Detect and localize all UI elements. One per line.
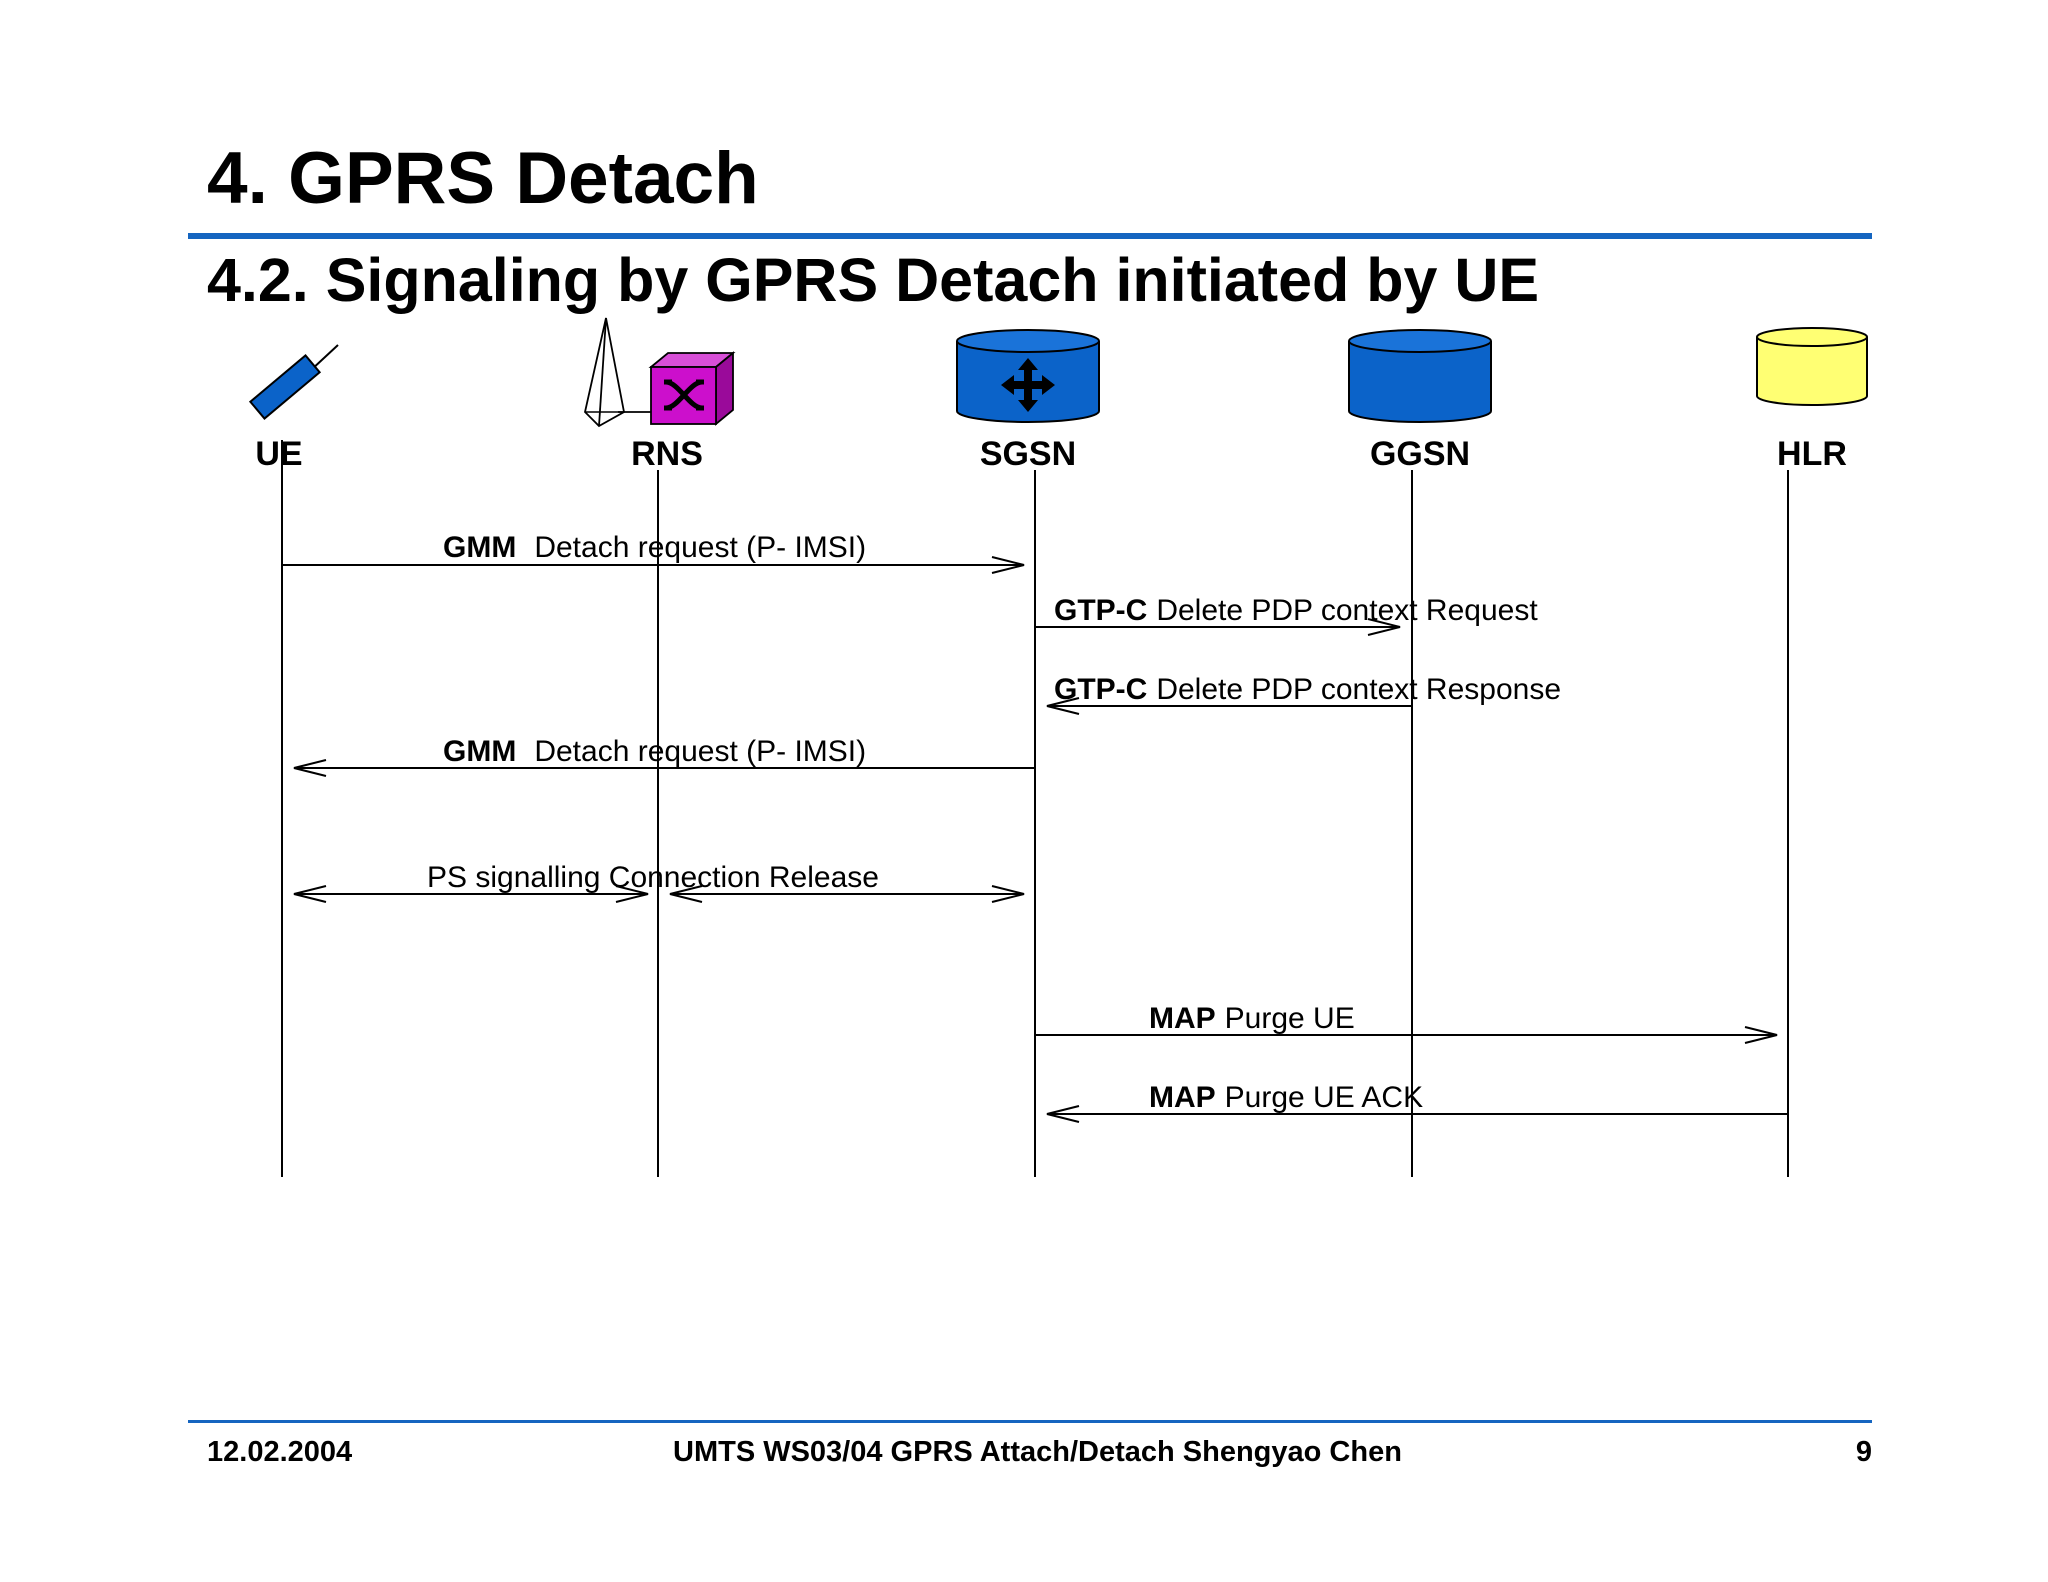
antenna-tower-icon [584, 317, 652, 428]
switch-cube-icon [648, 351, 736, 426]
sgsn-router-cylinder-icon [956, 329, 1100, 423]
rns-antenna-switch-icon [584, 317, 736, 428]
footer-date: 12.02.2004 [207, 1436, 353, 1468]
hlr-database-icon [1756, 327, 1868, 406]
slide-subtitle: 4.2. Signaling by GPRS Detach initiated … [207, 246, 1540, 314]
entity-label-rns: RNS [631, 435, 703, 473]
footer-divider [188, 1420, 1872, 1423]
message-ps-signalling-connection-release: PS signalling Connection Release [293, 861, 1025, 903]
ggsn-cylinder-icon [1348, 329, 1492, 423]
entity-label-ggsn: GGSN [1370, 435, 1470, 473]
entity-label-hlr: HLR [1777, 435, 1847, 473]
slide-title: 4. GPRS Detach [207, 138, 759, 219]
footer-course-author: UMTS WS03/04 GPRS Attach/Detach Shengyao… [673, 1436, 1402, 1468]
message-label: PS signalling Connection Release [427, 861, 879, 894]
title-divider [188, 233, 1872, 239]
entity-label-ue: UE [255, 435, 302, 473]
footer-page-number: 9 [1855, 1436, 1872, 1468]
ue-handset-icon [248, 344, 339, 420]
entity-label-sgsn: SGSN [980, 435, 1076, 473]
